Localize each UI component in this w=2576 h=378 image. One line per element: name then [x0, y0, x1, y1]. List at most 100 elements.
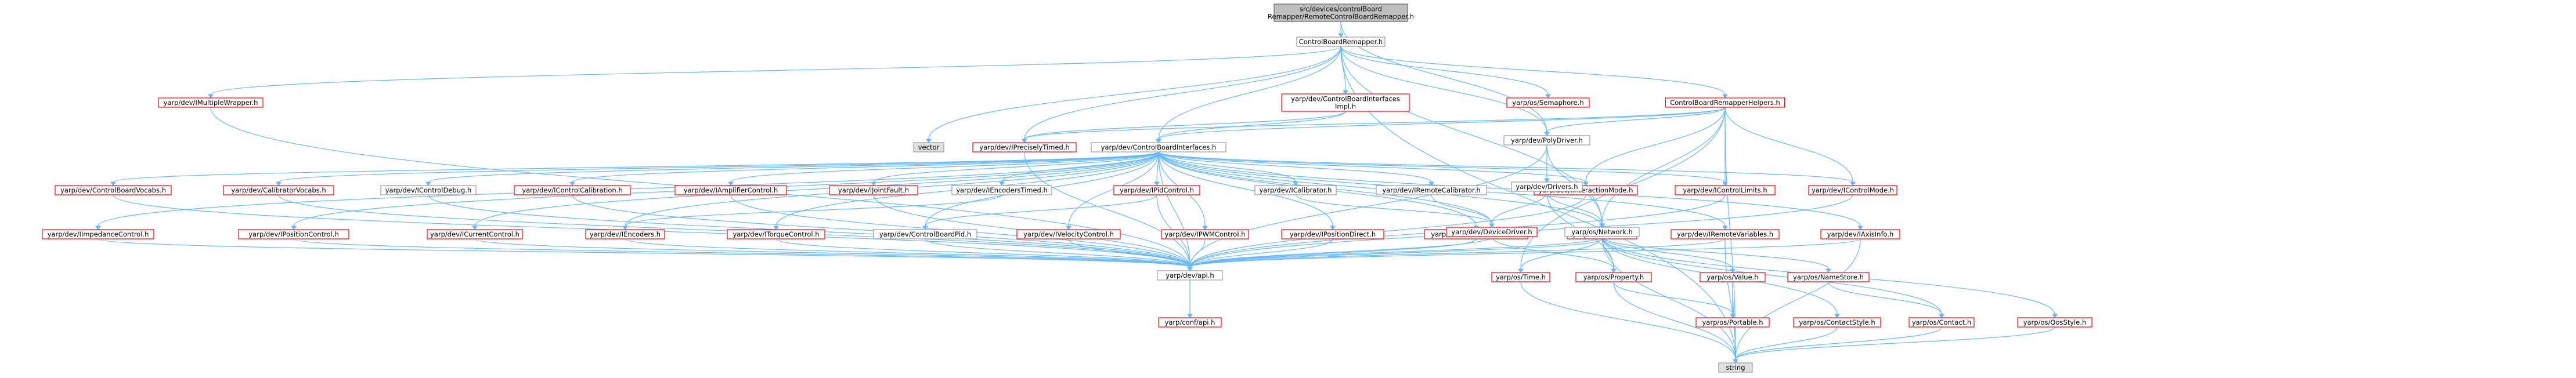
- node-label: yarp/dev/ICurrentControl.h: [430, 230, 519, 238]
- edge-network-to-contact: [1601, 236, 1944, 318]
- node-cbvocabs[interactable]: yarp/dev/ControlBoardVocabs.h: [55, 185, 172, 195]
- node-namestore[interactable]: yarp/os/NameStore.h: [1787, 272, 1870, 282]
- node-icontroldebug[interactable]: yarp/dev/IControlDebug.h: [380, 185, 477, 195]
- node-box: [223, 185, 334, 195]
- node-box: [1564, 227, 1640, 237]
- node-label: yarp/dev/IPositionControl.h: [248, 230, 339, 238]
- node-devicedriver[interactable]: yarp/dev/DeviceDriver.h: [1446, 227, 1538, 237]
- edge-cbrhelpers-to-polydriver: [1544, 107, 1726, 136]
- node-devapi[interactable]: yarp/dev/api.h: [1157, 270, 1223, 281]
- node-ipidcontrol[interactable]: yarp/dev/IPidControl.h: [1113, 185, 1200, 195]
- node-label: yarp/dev/IAmplifierControl.h: [684, 186, 778, 194]
- node-confapi[interactable]: yarp/conf/api.h: [1158, 317, 1222, 328]
- node-ivelocity[interactable]: yarp/dev/IVelocityControl.h: [1016, 229, 1121, 239]
- node-label: yarp/dev/api.h: [1166, 271, 1214, 279]
- node-box: [1675, 185, 1776, 195]
- node-box: [1491, 272, 1550, 282]
- node-box: [1718, 362, 1753, 373]
- edge-devapi-to-confapi: [1187, 279, 1193, 318]
- edge-cbi-to-icalibrator: [1158, 151, 1298, 186]
- node-cbrhelpers[interactable]: ControlBoardRemapperHelpers.h: [1665, 97, 1785, 108]
- edge-cbi-to-iinteraction: [1158, 151, 1589, 186]
- node-box: [55, 185, 172, 195]
- node-icontrolcal[interactable]: yarp/dev/IControlCalibration.h: [514, 185, 631, 195]
- node-ipwm[interactable]: yarp/dev/IPWMControl.h: [1161, 229, 1249, 239]
- node-label: yarp/dev/ControlBoardPid.h: [879, 230, 971, 238]
- node-calvocabs[interactable]: yarp/dev/CalibratorVocabs.h: [223, 185, 334, 195]
- node-iamplifier[interactable]: yarp/dev/IAmplifierControl.h: [674, 185, 787, 195]
- node-ipositiondirect[interactable]: yarp/dev/IPositionDirect.h: [1281, 229, 1384, 239]
- edge-cbi-to-ijointfault: [871, 151, 1159, 186]
- node-iremotevars[interactable]: yarp/dev/IRemoteVariables.h: [1671, 229, 1780, 239]
- edge-polydriver-to-drivers: [1544, 145, 1550, 183]
- node-box: [1446, 227, 1538, 237]
- node-cbi[interactable]: yarp/dev/ControlBoardInterfaces.h: [1091, 142, 1226, 152]
- node-label: yarp/os/NameStore.h: [1793, 273, 1864, 281]
- node-iposition[interactable]: yarp/dev/IPositionControl.h: [238, 229, 349, 239]
- node-drivers[interactable]: yarp/dev/Drivers.h: [1511, 181, 1583, 192]
- node-label: yarp/dev/IEncoders.h: [590, 230, 661, 238]
- node-box: [1376, 185, 1487, 195]
- node-itorque[interactable]: yarp/dev/ITorqueControl.h: [727, 229, 825, 239]
- edge-cbr-to-vector: [926, 46, 1341, 143]
- node-iaxisinfo[interactable]: yarp/dev/IAxisInfo.h: [1820, 229, 1900, 239]
- node-polydriver[interactable]: yarp/dev/PolyDriver.h: [1503, 135, 1590, 146]
- node-iencoderstimed[interactable]: yarp/dev/IEncodersTimed.h: [951, 185, 1052, 195]
- edge-iencoderstimed-to-iencoders: [622, 194, 1002, 230]
- node-semaphore[interactable]: yarp/os/Semaphore.h: [1506, 97, 1590, 108]
- edge-qosstyle-to-string: [1733, 326, 2055, 364]
- edge-icalibrator-to-devicedriver: [1295, 194, 1495, 228]
- node-iencoders[interactable]: yarp/dev/IEncoders.h: [585, 229, 665, 239]
- node-label: yarp/dev/IPidControl.h: [1120, 186, 1194, 194]
- node-ostime[interactable]: yarp/os/Time.h: [1491, 272, 1550, 282]
- edge-namestore-to-contact: [1828, 281, 1944, 318]
- node-label: yarp/dev/ControlBoardInterfaces: [1291, 95, 1400, 103]
- node-box: [1511, 181, 1583, 192]
- node-iprecisely[interactable]: yarp/dev/IPreciselyTimed.h: [972, 142, 1077, 152]
- node-root[interactable]: src/devices/controlBoardRemapper/RemoteC…: [1268, 3, 1414, 22]
- node-box: [1273, 3, 1408, 22]
- node-ijointfault[interactable]: yarp/dev/IJointFault.h: [829, 185, 918, 195]
- node-cbpid[interactable]: yarp/dev/ControlBoardPid.h: [873, 229, 977, 239]
- edge-cbiimpl-to-iprecisely: [1022, 111, 1346, 143]
- node-icontrolmode[interactable]: yarp/dev/IControlMode.h: [1808, 185, 1897, 195]
- node-box: [972, 142, 1077, 152]
- node-icurrent[interactable]: yarp/dev/ICurrentControl.h: [427, 229, 523, 239]
- node-label: yarp/dev/IEncodersTimed.h: [956, 186, 1048, 194]
- node-multiwrapper[interactable]: yarp/dev/IMultipleWrapper.h: [158, 97, 264, 108]
- node-label: yarp/dev/IMultipleWrapper.h: [164, 99, 258, 107]
- edge-cbr-to-multiwrapper: [208, 46, 1341, 99]
- node-icontrollimits[interactable]: yarp/dev/IControlLimits.h: [1675, 185, 1776, 195]
- node-label: ControlBoardRemapper.h: [1299, 38, 1383, 46]
- edge-network-to-devapi: [1187, 236, 1603, 271]
- node-label: yarp/dev/IRemoteCalibrator.h: [1382, 186, 1480, 194]
- node-contact[interactable]: yarp/os/Contact.h: [1908, 317, 1975, 328]
- node-osvalue[interactable]: yarp/os/Value.h: [1700, 272, 1766, 282]
- node-icalibrator[interactable]: yarp/dev/ICalibrator.h: [1254, 185, 1337, 195]
- edge-cbrhelpers-to-icontrolmode: [1724, 107, 1856, 186]
- edge-cbrhelpers-to-iprecisely: [1022, 107, 1726, 143]
- node-label: yarp/os/ContactStyle.h: [1799, 318, 1875, 326]
- edge-iremotecal-to-devicedriver: [1431, 194, 1495, 228]
- edge-property-to-portable: [1613, 281, 1736, 318]
- edge-cbi-to-icontrolmode: [1158, 151, 1856, 186]
- edge-cbi-to-cbvocabs: [110, 151, 1159, 186]
- node-contactstyle[interactable]: yarp/os/ContactStyle.h: [1793, 317, 1881, 328]
- node-iimpedance[interactable]: yarp/dev/IImpedanceControl.h: [42, 229, 154, 239]
- node-label: yarp/os/Semaphore.h: [1512, 99, 1583, 107]
- node-cbr[interactable]: ControlBoardRemapper.h: [1296, 37, 1386, 47]
- node-box: [1016, 229, 1121, 239]
- node-iremotecal[interactable]: yarp/dev/IRemoteCalibrator.h: [1376, 185, 1487, 195]
- node-string: string: [1718, 362, 1753, 373]
- node-label: yarp/os/Contact.h: [1912, 318, 1971, 326]
- node-qosstyle[interactable]: yarp/os/QosStyle.h: [2017, 317, 2092, 328]
- node-label: yarp/dev/DeviceDriver.h: [1451, 228, 1532, 236]
- node-property[interactable]: yarp/os/Property.h: [1575, 272, 1652, 282]
- node-label: yarp/dev/PolyDriver.h: [1511, 136, 1583, 144]
- node-box: [1281, 229, 1384, 239]
- node-portable[interactable]: yarp/os/Portable.h: [1695, 317, 1770, 328]
- node-box: [951, 185, 1052, 195]
- node-box: [427, 229, 523, 239]
- node-network[interactable]: yarp/os/Network.h: [1564, 227, 1640, 237]
